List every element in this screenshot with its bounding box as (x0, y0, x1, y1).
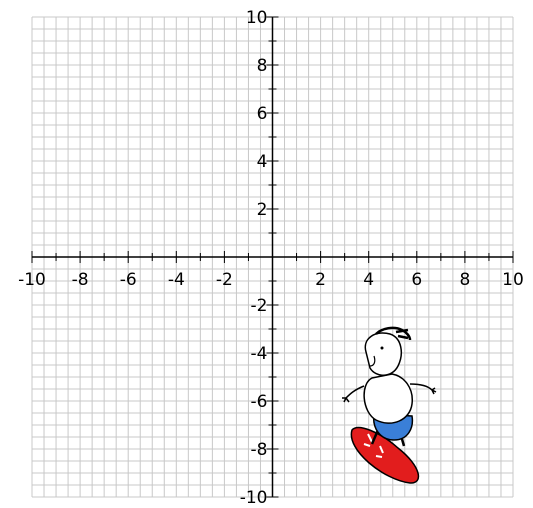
x-tick-label: -6 (120, 270, 137, 290)
y-tick-label: -10 (240, 488, 268, 508)
x-tick-label: -2 (216, 270, 233, 290)
x-tick-label: -4 (168, 270, 185, 290)
y-tick-label: 2 (257, 200, 268, 220)
x-tick-label: 8 (459, 270, 470, 290)
y-tick-label: 8 (257, 56, 268, 76)
x-axis-tick-labels: -10 -8 -6 -4 -2 2 4 6 8 10 (18, 270, 524, 290)
surfer-head (364, 326, 412, 376)
surfer-body (342, 373, 437, 424)
surfer-on-surfboard-icon (342, 326, 437, 484)
y-tick-label: -8 (251, 440, 268, 460)
x-tick-label: 6 (411, 270, 422, 290)
y-tick-label: -6 (251, 392, 268, 412)
axes (31, 16, 514, 498)
y-tick-label: -4 (251, 344, 268, 364)
surfboard (350, 426, 420, 484)
x-tick-label: -10 (18, 270, 46, 290)
y-tick-label: -2 (251, 296, 268, 316)
x-tick-label: 10 (502, 270, 524, 290)
x-tick-label: 2 (315, 270, 326, 290)
y-tick-label: 6 (257, 104, 268, 124)
y-axis-tick-labels: 10 8 6 4 2 -2 -4 -6 -8 -10 (240, 8, 268, 508)
y-tick-label: 4 (257, 152, 268, 172)
y-tick-label: 10 (246, 8, 268, 28)
x-tick-label: -8 (72, 270, 89, 290)
x-tick-label: 4 (363, 270, 374, 290)
